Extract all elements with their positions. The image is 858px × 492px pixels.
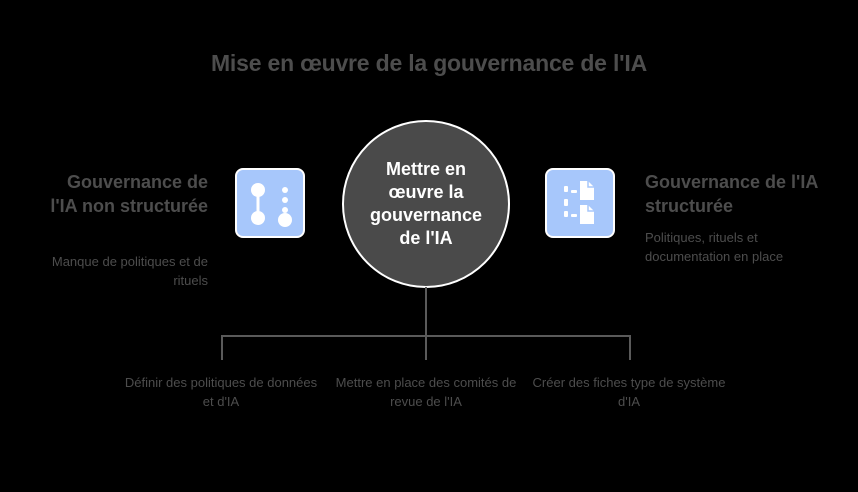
step-system-cards: Créer des fiches type de système d'IA xyxy=(532,375,726,409)
diagram-title: Mise en œuvre de la gouvernance de l'IA xyxy=(210,50,648,76)
center-goal-circle: Mettre en œuvre la gouvernance de l'IA xyxy=(342,120,510,288)
left-section-description: Manque de politiques et de rituels xyxy=(51,254,208,288)
connector-right-drop xyxy=(629,335,631,360)
step-review-committees: Mettre en place des comités de revue de … xyxy=(335,375,517,409)
connector-stem xyxy=(425,287,427,360)
step-define-policies: Définir des politiques de données et d'I… xyxy=(124,375,318,409)
right-section-title: Gouvernance de l'IA structurée xyxy=(645,172,818,216)
structured-documents-icon xyxy=(545,168,615,238)
unstructured-nodes-icon xyxy=(235,168,305,238)
center-goal-label: Mettre en œuvre la gouvernance de l'IA xyxy=(369,159,483,248)
connector-horizontal xyxy=(221,335,631,337)
connector-left-drop xyxy=(221,335,223,360)
left-section-title: Gouvernance de l'IA non structurée xyxy=(50,172,208,216)
right-section-description: Politiques, rituels et documentation en … xyxy=(645,230,784,264)
